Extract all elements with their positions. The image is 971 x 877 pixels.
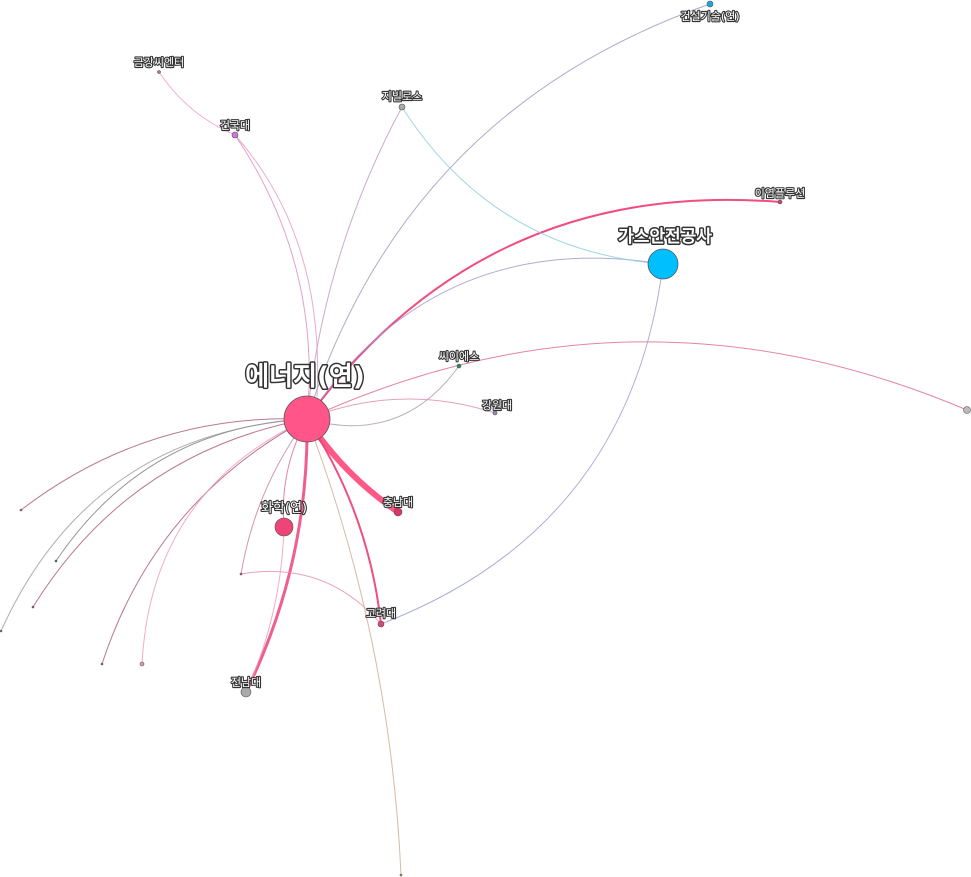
- node-cies[interactable]: [456, 363, 462, 369]
- node-chungnam[interactable]: [393, 507, 403, 517]
- node-label-kangwon: 강원대: [482, 399, 512, 412]
- node-korea[interactable]: [377, 620, 385, 628]
- node-konkuk[interactable]: [231, 131, 239, 139]
- node-l2[interactable]: [54, 559, 58, 563]
- node-iyeom[interactable]: [777, 199, 783, 205]
- node-l3[interactable]: [31, 605, 35, 609]
- node-l7[interactable]: [239, 572, 243, 576]
- edge-energy-korea: [306, 418, 382, 625]
- edge-energy-l6: [141, 418, 308, 665]
- node-label-geumgang: 금강씨엔터: [134, 56, 185, 69]
- node-label-jibil: 지빌로스: [382, 90, 422, 103]
- node-label-korea: 고려대: [366, 607, 396, 620]
- node-label-chem: 화학(연): [261, 501, 307, 516]
- edge-gas-korea: [380, 263, 664, 625]
- edge-konkuk-geumgang: [158, 71, 236, 136]
- edge-energy-l5: [101, 418, 308, 665]
- edge-energy-iyeom: [306, 198, 781, 420]
- node-jeonnam[interactable]: [240, 686, 252, 698]
- node-label-kict: 건설기술(연): [680, 10, 739, 23]
- edge-chem-jeonnam: [245, 526, 285, 693]
- node-label-jeonnam: 전남대: [231, 676, 261, 689]
- node-l6[interactable]: [139, 661, 145, 667]
- node-kict[interactable]: [706, 0, 714, 8]
- node-jibil[interactable]: [398, 103, 406, 111]
- node-l4[interactable]: [0, 629, 3, 633]
- node-label-iyeom: 이염플루션: [755, 187, 806, 200]
- node-bottom[interactable]: [399, 873, 403, 877]
- edge-energy-l1: [20, 418, 308, 511]
- edge-energy-l4: [0, 418, 308, 632]
- edge-energy-l3: [32, 418, 308, 608]
- node-chem[interactable]: [274, 517, 294, 537]
- node-label-chungnam: 충남대: [383, 496, 413, 509]
- edge-energy-bottom: [306, 418, 402, 876]
- node-label-cies: 씨이에스: [439, 350, 479, 363]
- node-l1[interactable]: [19, 508, 23, 512]
- edges-layer: [0, 3, 968, 876]
- node-label-energy: 에너지(연): [245, 362, 364, 392]
- edge-konkuk-energy-2: [234, 134, 319, 398]
- node-kangwon[interactable]: [492, 410, 498, 416]
- edge-energy-far_right: [306, 341, 968, 420]
- edge-energy-konkuk: [234, 134, 310, 420]
- node-l5[interactable]: [100, 662, 104, 666]
- node-geumgang[interactable]: [157, 70, 161, 74]
- node-far_right[interactable]: [963, 406, 971, 414]
- edge-energy-jibil: [306, 106, 403, 420]
- node-label-konkuk: 건국대: [220, 119, 250, 132]
- node-label-gas: 가스안전공사: [618, 227, 712, 247]
- node-energy[interactable]: [283, 395, 331, 443]
- edge-energy-l2: [55, 418, 308, 562]
- edge-energy-kangwon: [306, 398, 496, 420]
- edge-energy-gas: [306, 257, 664, 420]
- edge-energy-kict: [306, 3, 711, 420]
- edge-gas-jibil: [401, 106, 664, 265]
- node-gas[interactable]: [647, 248, 679, 280]
- edge-energy-jeonnam: [244, 417, 309, 694]
- edge-energy-l7: [240, 418, 308, 575]
- edge-l7-korea: [240, 570, 382, 625]
